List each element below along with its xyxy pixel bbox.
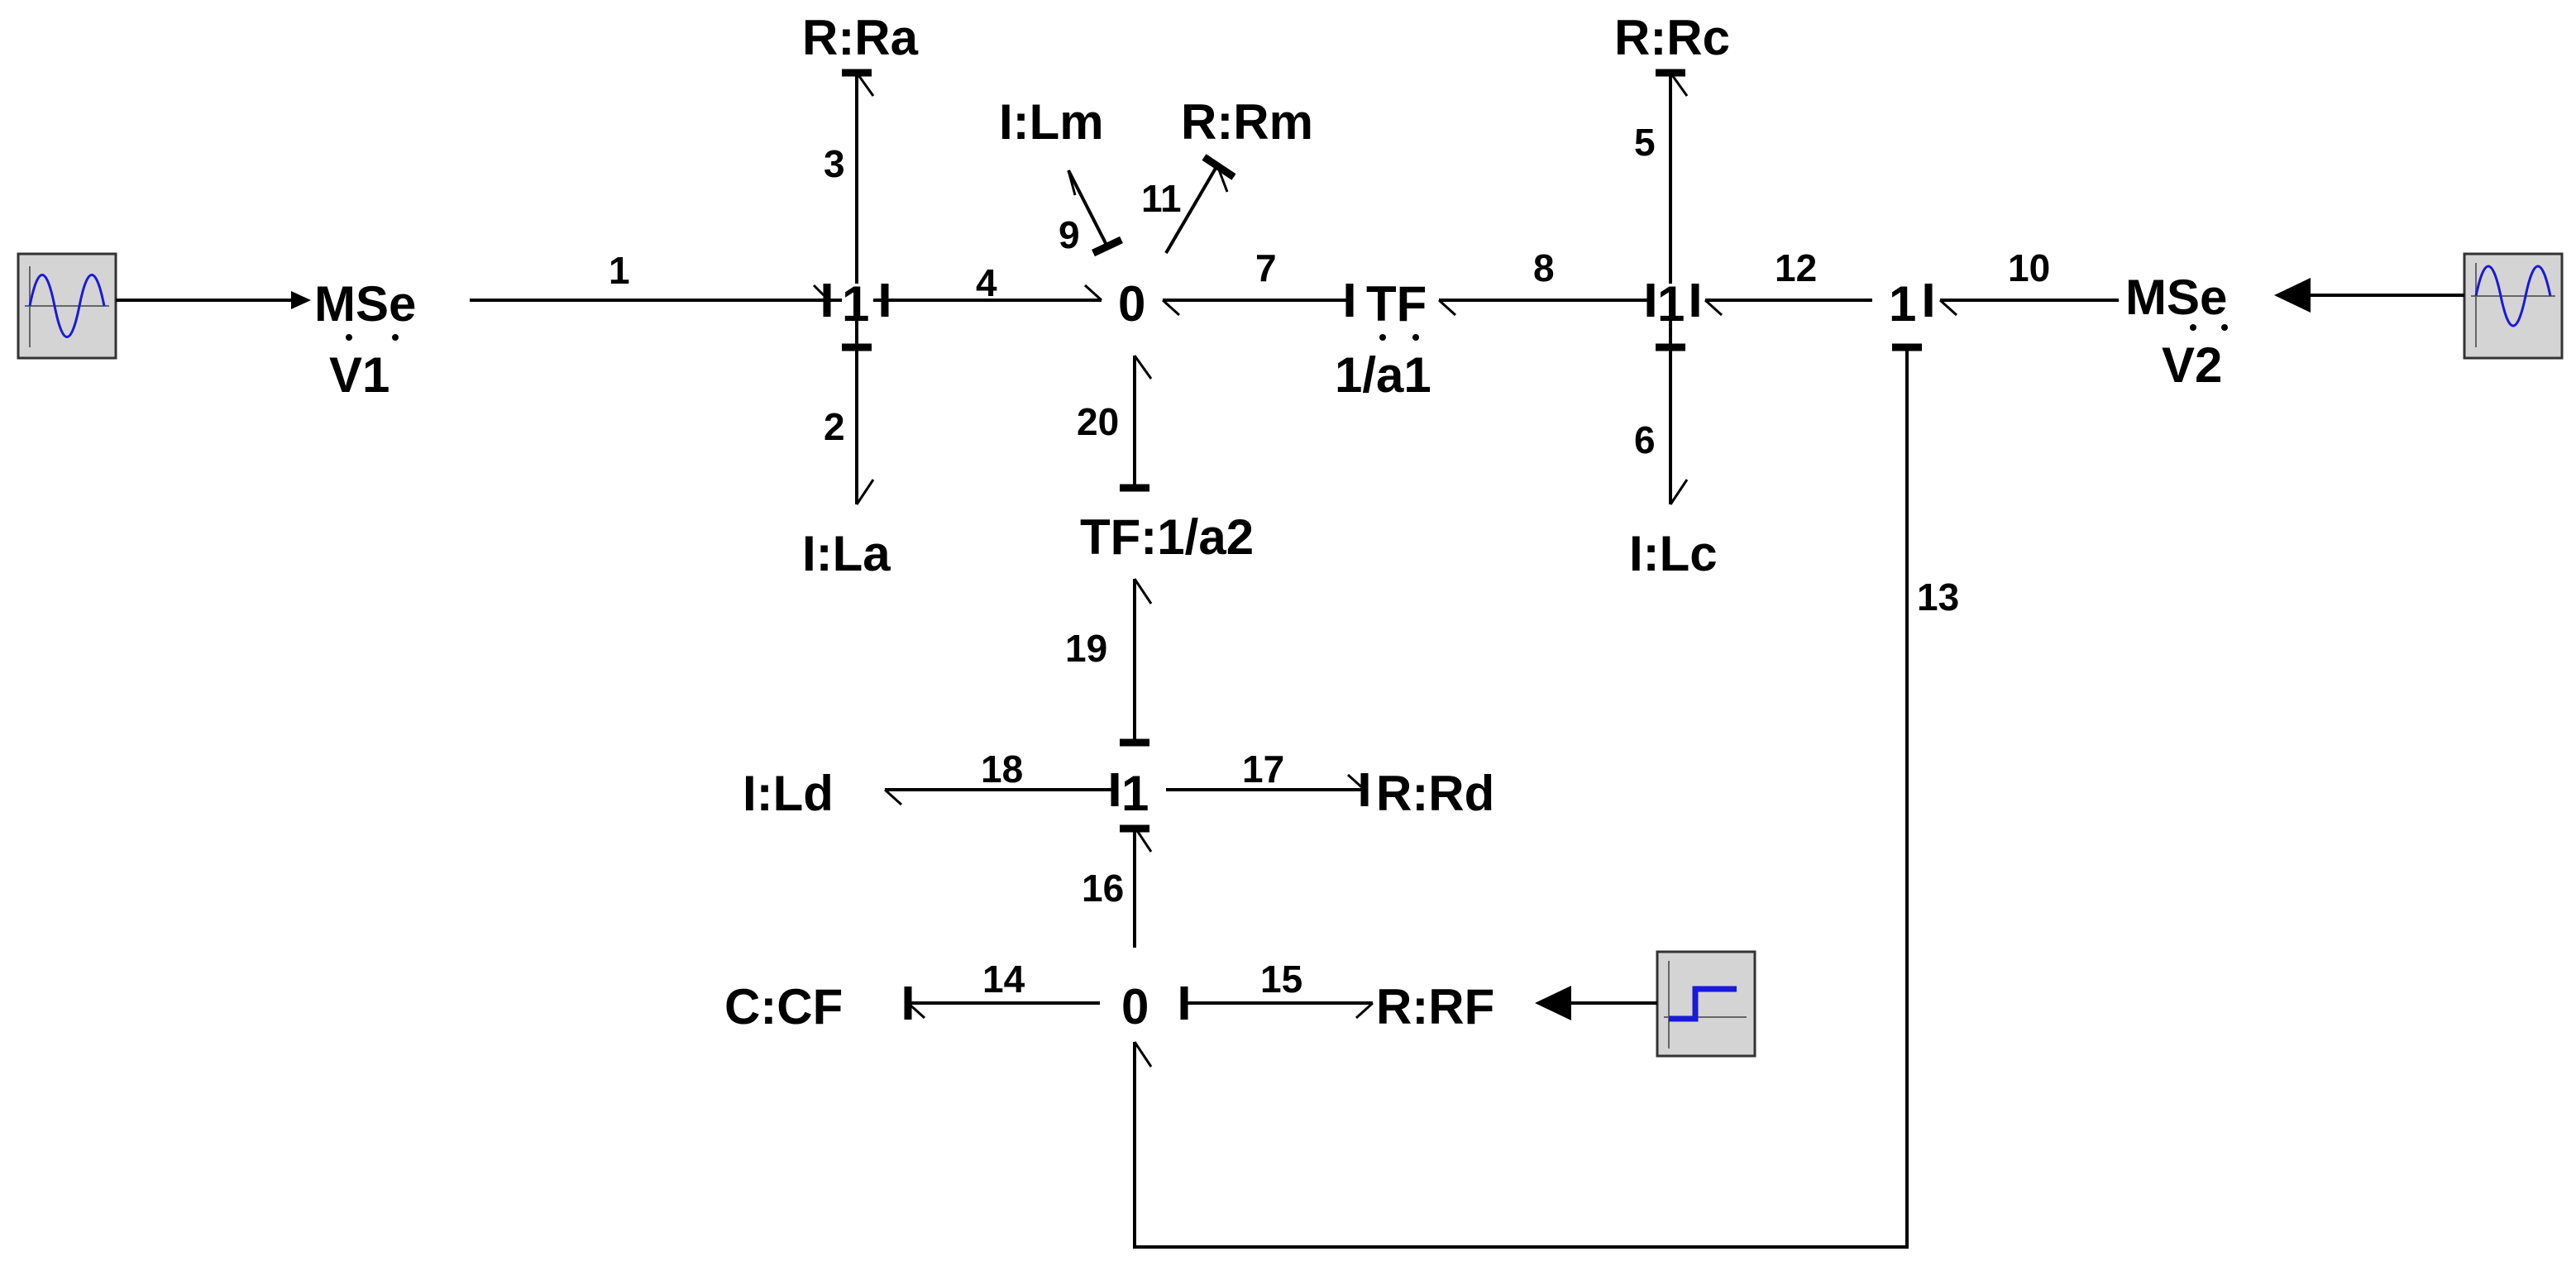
- signal-link-rf: [1535, 986, 1657, 1020]
- bond-number-17: 17: [1242, 748, 1284, 791]
- sine-wave-icon: [25, 266, 109, 347]
- bond-number-4: 4: [976, 261, 997, 304]
- bond-number-12: 12: [1775, 246, 1817, 289]
- step-icon: [1664, 961, 1747, 1049]
- bond-5[interactable]: [1656, 69, 1689, 284]
- bond-14[interactable]: [904, 987, 1100, 1020]
- bond-number-14: 14: [982, 958, 1025, 1001]
- bond-number-13: 13: [1917, 576, 1959, 619]
- mse-v1-label[interactable]: MSe: [314, 276, 416, 332]
- i-lm-label[interactable]: I:Lm: [999, 94, 1104, 150]
- bond-3[interactable]: [842, 69, 875, 284]
- bond-18[interactable]: [883, 773, 1119, 806]
- bond-number-15: 15: [1260, 958, 1302, 1001]
- mse-v1-dot: [346, 334, 352, 341]
- bond-4[interactable]: [873, 284, 1103, 317]
- step-source[interactable]: [1656, 950, 1756, 1058]
- bond-17[interactable]: [1166, 773, 1369, 806]
- sine-wave-icon: [2471, 263, 2555, 347]
- junction-0-bottom[interactable]: 0: [1121, 979, 1149, 1034]
- c-cf-label[interactable]: C:CF: [724, 979, 843, 1034]
- r-ra-label[interactable]: R:Ra: [802, 10, 919, 65]
- bond-2[interactable]: [842, 317, 875, 505]
- r-rf-label[interactable]: R:RF: [1376, 979, 1494, 1034]
- mse-v2-name: V2: [2162, 337, 2222, 393]
- mse-v2-label[interactable]: MSe: [2125, 270, 2227, 325]
- bond-number-18: 18: [981, 748, 1023, 791]
- junction-1-left[interactable]: 1: [842, 276, 869, 332]
- bond-8[interactable]: [1437, 284, 1655, 317]
- i-la-label[interactable]: I:La: [802, 526, 891, 581]
- bond-number-11: 11: [1141, 177, 1182, 220]
- tf-1-label[interactable]: TF: [1366, 276, 1427, 332]
- bond-7[interactable]: [1161, 284, 1354, 317]
- junction-1-mid[interactable]: 1: [1121, 766, 1149, 821]
- bond-1[interactable]: [470, 284, 842, 317]
- bond-19[interactable]: [1120, 578, 1153, 747]
- mse-v2-dot: [2221, 324, 2228, 331]
- tf-2-label[interactable]: TF:1/a2: [1080, 509, 1254, 565]
- signal-link-v1: [116, 291, 311, 309]
- i-ld-label[interactable]: I:Ld: [743, 766, 834, 821]
- bond-number-20: 20: [1077, 400, 1119, 443]
- mse-v2-dot: [2190, 324, 2196, 331]
- tf-1-ratio: 1/a1: [1335, 347, 1431, 403]
- bond-number-1: 1: [609, 249, 630, 292]
- bond-12[interactable]: [1691, 284, 1872, 317]
- bond-number-3: 3: [824, 142, 845, 185]
- sine-source-left[interactable]: [17, 252, 117, 360]
- bond-number-16: 16: [1082, 867, 1124, 910]
- bond-number-7: 7: [1255, 246, 1277, 289]
- tf-1-dot: [1412, 334, 1419, 341]
- bond-number-10: 10: [2008, 246, 2050, 289]
- mse-v1-dot: [392, 334, 399, 341]
- junction-0-top[interactable]: 0: [1118, 276, 1145, 332]
- bond-16[interactable]: [1120, 824, 1153, 948]
- bond-number-6: 6: [1634, 418, 1656, 461]
- bond-number-19: 19: [1065, 627, 1107, 670]
- junction-1-right[interactable]: 1: [1657, 276, 1685, 332]
- bond-6[interactable]: [1656, 317, 1689, 505]
- r-rm-label[interactable]: R:Rm: [1181, 94, 1313, 150]
- tf-1-dot: [1379, 334, 1386, 341]
- r-rc-label[interactable]: R:Rc: [1614, 10, 1730, 65]
- bond-13[interactable]: [1133, 343, 1922, 1249]
- bond-9[interactable]: [1067, 170, 1123, 257]
- junction-1-far[interactable]: 1: [1889, 276, 1916, 332]
- i-lc-label[interactable]: I:Lc: [1629, 526, 1718, 581]
- signal-link-v2: [2274, 278, 2464, 313]
- bond-20[interactable]: [1120, 355, 1153, 492]
- bond-11[interactable]: [1164, 154, 1236, 255]
- sine-source-right[interactable]: [2463, 252, 2564, 360]
- mse-v1-name: V1: [329, 347, 390, 403]
- bond-number-8: 8: [1533, 246, 1555, 289]
- r-rd-label[interactable]: R:Rd: [1376, 766, 1494, 821]
- bond-15[interactable]: [1180, 987, 1374, 1020]
- bond-number-9: 9: [1059, 213, 1080, 256]
- bond-10[interactable]: [1924, 284, 2119, 317]
- bond-number-2: 2: [824, 405, 845, 448]
- bond-number-5: 5: [1634, 121, 1656, 164]
